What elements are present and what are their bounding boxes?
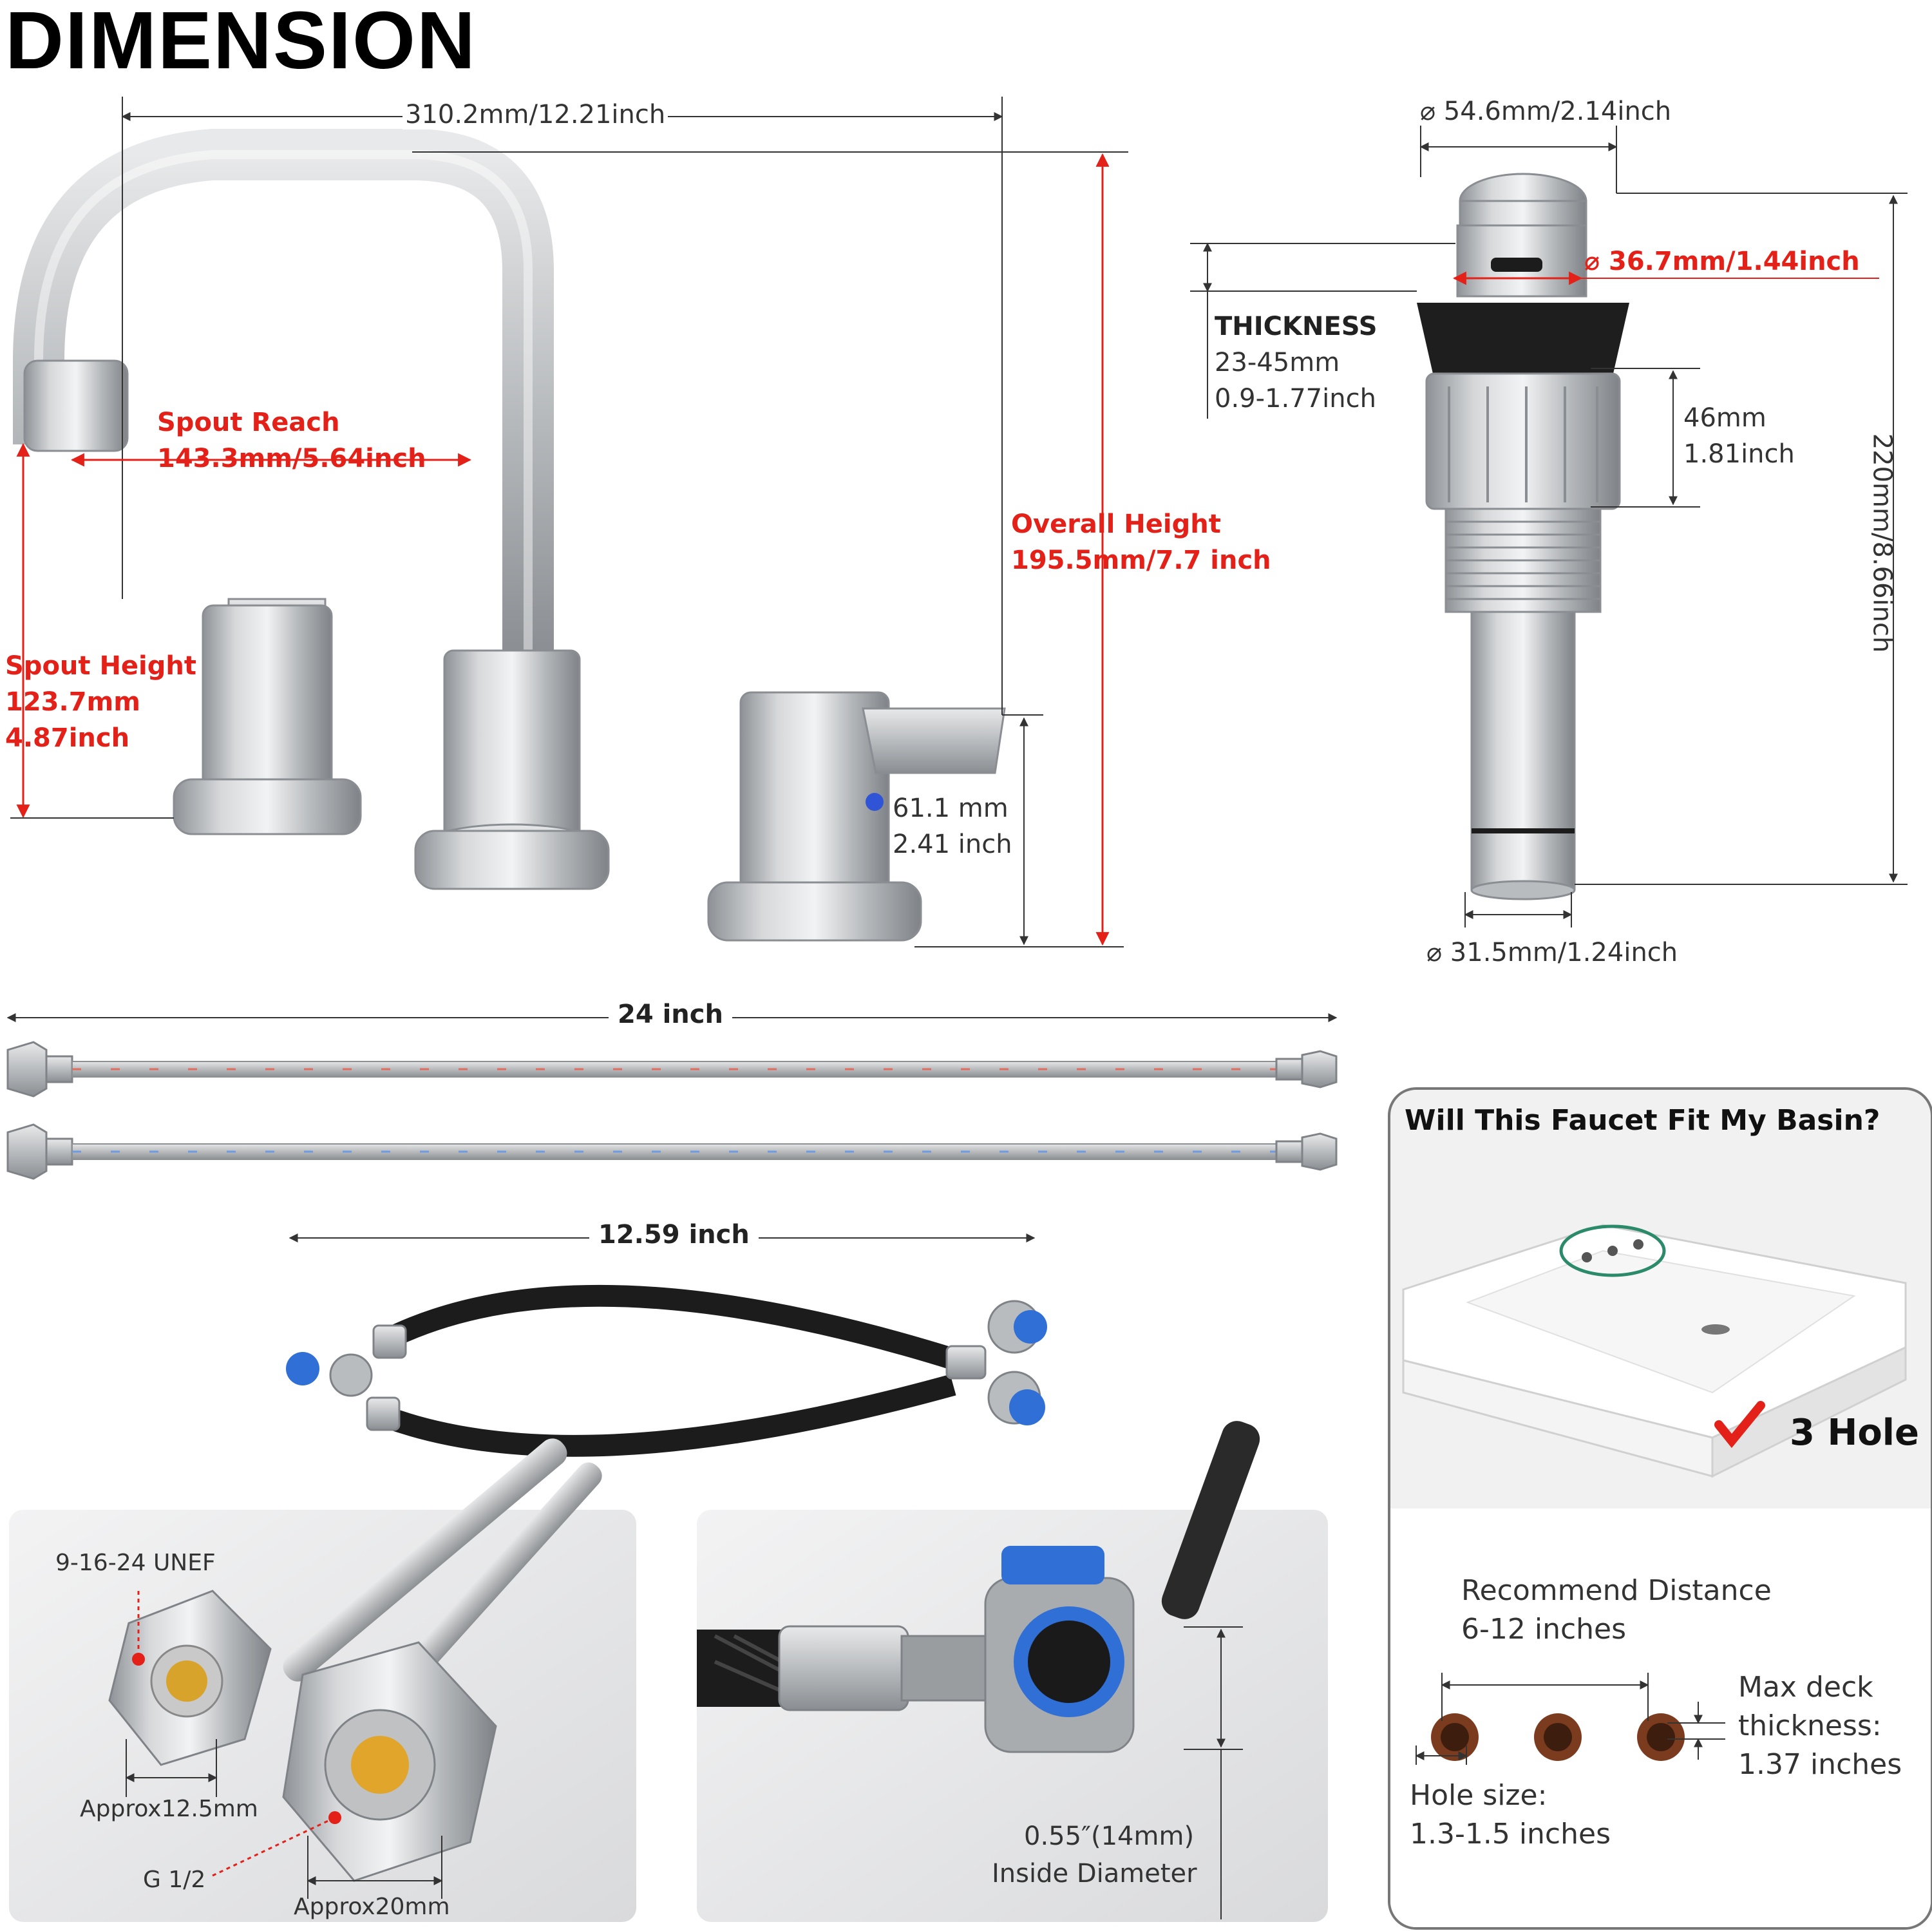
deck-thickness-value: 1.37 inches (1738, 1748, 1902, 1781)
inside-diameter-photo (697, 1421, 1328, 1922)
thickness-inch: 0.9-1.77inch (1215, 384, 1376, 414)
hole-size-title: Hole size: (1410, 1779, 1548, 1812)
approx-large-label: Approx20mm (294, 1894, 450, 1920)
g-thread-label: G 1/2 (143, 1867, 206, 1893)
spout-reach-title: Spout Reach (157, 408, 340, 437)
recommend-distance-title: Recommend Distance (1461, 1574, 1772, 1607)
hole-size-value: 1.3-1.5 inches (1410, 1818, 1611, 1850)
connector-hose (286, 1233, 1047, 1457)
thread-spec-label: 9-16-24 UNEF (55, 1550, 216, 1576)
approx-small-label: Approx12.5mm (80, 1796, 258, 1822)
page-title: DIMENSION (5, 0, 477, 86)
connector-hose-length: 12.59 inch (589, 1220, 759, 1250)
inside-diameter-label: Inside Diameter (992, 1859, 1197, 1888)
overall-height-value: 195.5mm/7.7 inch (1011, 546, 1271, 575)
thickness-title: THICKNESS (1215, 312, 1378, 341)
drain-top-diameter: ⌀ 54.6mm/2.14inch (1420, 97, 1672, 126)
handle-height-mm: 61.1 mm (893, 794, 1009, 823)
deck-thickness-line2: thickness: (1738, 1709, 1882, 1742)
basin-illustration (1390, 1224, 1931, 1927)
supply-hoses (6, 1013, 1338, 1180)
supply-hose-length: 24 inch (609, 1000, 732, 1029)
drain-opening-diameter: ⌀ 36.7mm/1.44inch (1584, 247, 1860, 276)
inside-diameter-value: 0.55″(14mm) (1024, 1822, 1195, 1851)
thickness-mm: 23-45mm (1215, 348, 1340, 377)
spout-height-title: Spout Height (5, 651, 196, 681)
drain-bottom-diameter: ⌀ 31.5mm/1.24inch (1426, 938, 1678, 967)
recommend-distance-value: 6-12 inches (1461, 1613, 1627, 1646)
nut-height-inch: 1.81inch (1683, 439, 1795, 469)
faucet-illustration (10, 97, 1128, 947)
overall-height-title: Overall Height (1011, 509, 1221, 539)
thread-detail-photo (9, 1438, 636, 1922)
handle-height-inch: 2.41 inch (893, 830, 1012, 859)
drain-illustration (1190, 126, 1908, 927)
fit-question: Will This Faucet Fit My Basin? (1405, 1104, 1880, 1137)
deck-thickness-line1: Max deck (1738, 1671, 1873, 1704)
basin-fit-panel: Will This Faucet Fit My Basin? 3 Hole Re… (1388, 1087, 1932, 1930)
spout-height-inch: 4.87inch (5, 723, 130, 753)
nut-height-mm: 46mm (1683, 403, 1766, 433)
faucet-width-label: 310.2mm/12.21inch (402, 100, 668, 129)
spout-reach-value: 143.3mm/5.64inch (157, 444, 426, 473)
hole-count-label: 3 Hole (1790, 1412, 1919, 1454)
spout-height-mm: 123.7mm (5, 687, 140, 717)
drain-total-height: 220mm/8.66inch (1867, 433, 1897, 653)
